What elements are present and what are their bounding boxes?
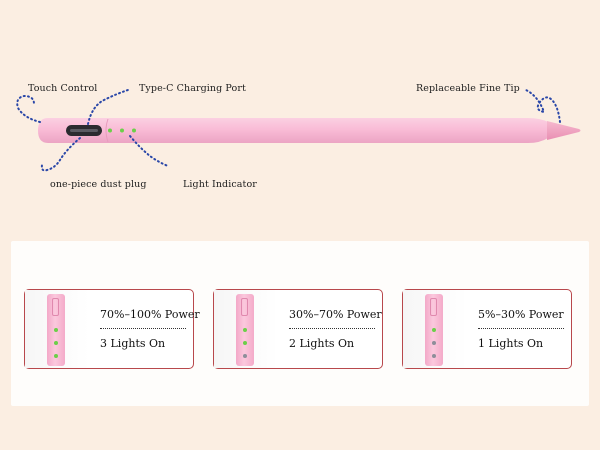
label-touch-control: Touch Control <box>28 83 98 94</box>
power-card-low: 5%–30% Power 1 Lights On <box>402 289 572 369</box>
lights-on-label: 3 Lights On <box>100 337 166 350</box>
callout-light-indicator <box>129 135 169 167</box>
callout-replaceable-tip <box>525 89 561 123</box>
led-dot <box>54 341 58 345</box>
pen-closeup-thumb <box>214 290 278 368</box>
dotted-divider <box>289 328 375 329</box>
power-range-label: 30%–70% Power <box>289 308 382 321</box>
led-dot <box>432 341 436 345</box>
pen-tip <box>547 121 581 140</box>
stylus-pen-illustration <box>16 89 581 172</box>
dotted-divider <box>478 328 564 329</box>
led-dot <box>432 354 436 358</box>
label-type-c-port: Type-C Charging Port <box>139 83 246 94</box>
led-indicator-2 <box>120 128 124 133</box>
pen-closeup <box>47 294 65 366</box>
led-indicator-1 <box>108 128 112 133</box>
power-range-label: 5%–30% Power <box>478 308 564 321</box>
pen-closeup <box>425 294 443 366</box>
lights-on-label: 1 Lights On <box>478 337 544 350</box>
power-card-high: 70%–100% Power 3 Lights On <box>24 289 200 369</box>
pen-body <box>38 118 548 143</box>
pen-closeup-thumb <box>25 290 89 368</box>
charging-port-slot <box>241 298 248 316</box>
pen-closeup <box>236 294 254 366</box>
led-dot <box>432 328 436 332</box>
label-light-indicator: Light Indicator <box>183 179 257 190</box>
callout-touch-control <box>16 94 41 123</box>
power-card-medium: 30%–70% Power 2 Lights On <box>213 289 383 369</box>
led-dot <box>243 341 247 345</box>
charging-port-slot <box>430 298 437 316</box>
led-dot <box>54 328 58 332</box>
label-replaceable-tip: Replaceable Fine Tip <box>416 83 520 94</box>
label-dust-plug: one-piece dust plug <box>50 179 147 190</box>
led-dot <box>243 328 247 332</box>
led-dot <box>243 354 247 358</box>
led-indicator-3 <box>132 128 136 133</box>
pen-closeup-thumb <box>403 290 467 368</box>
lights-on-label: 2 Lights On <box>289 337 355 350</box>
callout-dust-plug <box>40 137 81 172</box>
led-dot <box>54 354 58 358</box>
charging-port-slot <box>52 298 59 316</box>
power-range-label: 70%–100% Power <box>100 308 200 321</box>
dotted-divider <box>100 328 186 329</box>
dust-plug-seam <box>105 118 109 143</box>
callout-type-c-port <box>87 89 129 125</box>
